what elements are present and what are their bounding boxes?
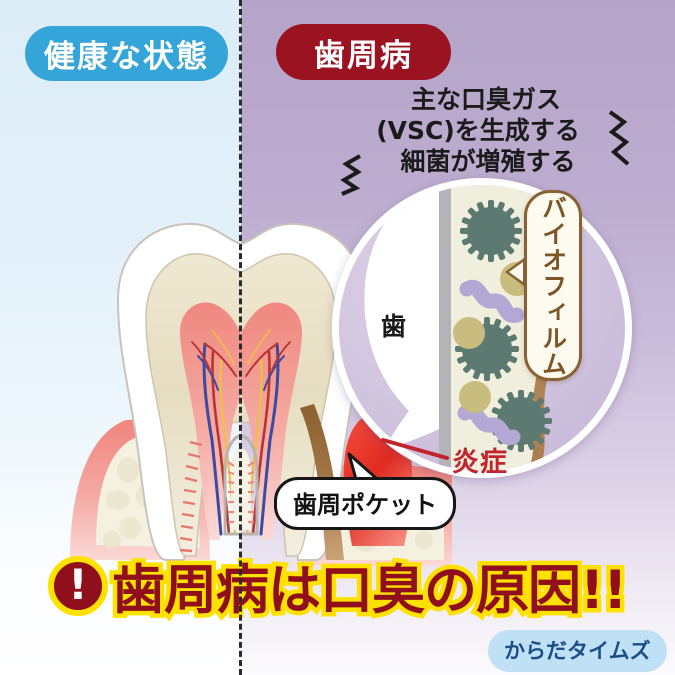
headline-line-1: 主な口臭ガス: [410, 85, 561, 114]
biofilm-callout: バイオフィルム: [524, 190, 582, 381]
biofilm-callout-label: バイオフィルム: [538, 194, 568, 377]
headline-line-2: (VSC)を生成する: [376, 116, 580, 145]
magnified-tooth-label: 歯: [381, 312, 407, 341]
enamel-line: [439, 185, 451, 471]
inflammation-label: 炎症: [452, 447, 508, 478]
headline-line-3: 細菌が増殖する: [400, 147, 576, 176]
zigzag-accent-right-icon: [604, 110, 630, 172]
headline-text: 主な口臭ガス (VSC)を生成する 細菌が増殖する: [333, 84, 625, 177]
magnified-tooth-surface: [364, 185, 439, 451]
exclamation-glyph: !: [68, 559, 88, 609]
zigzag-accent-left-icon: [340, 154, 366, 196]
exclamation-circle-icon: !: [48, 556, 108, 616]
panel-divider-dashed-line: [239, 0, 242, 675]
badge-periodontal-disease: 歯周病: [276, 24, 451, 80]
periodontal-pocket-callout: 歯周ポケット: [274, 477, 456, 530]
biofilm-callout-arrow-icon: [505, 258, 524, 286]
footer-brand-pill: からだタイムズ: [488, 630, 667, 672]
bacterium: [460, 200, 522, 262]
badge-healthy-state: 健康な状態: [25, 26, 228, 81]
bottom-banner: ! 歯周病は口臭の原因!!: [0, 552, 675, 626]
banner-headline: 歯周病は口臭の原因!!: [107, 556, 631, 626]
